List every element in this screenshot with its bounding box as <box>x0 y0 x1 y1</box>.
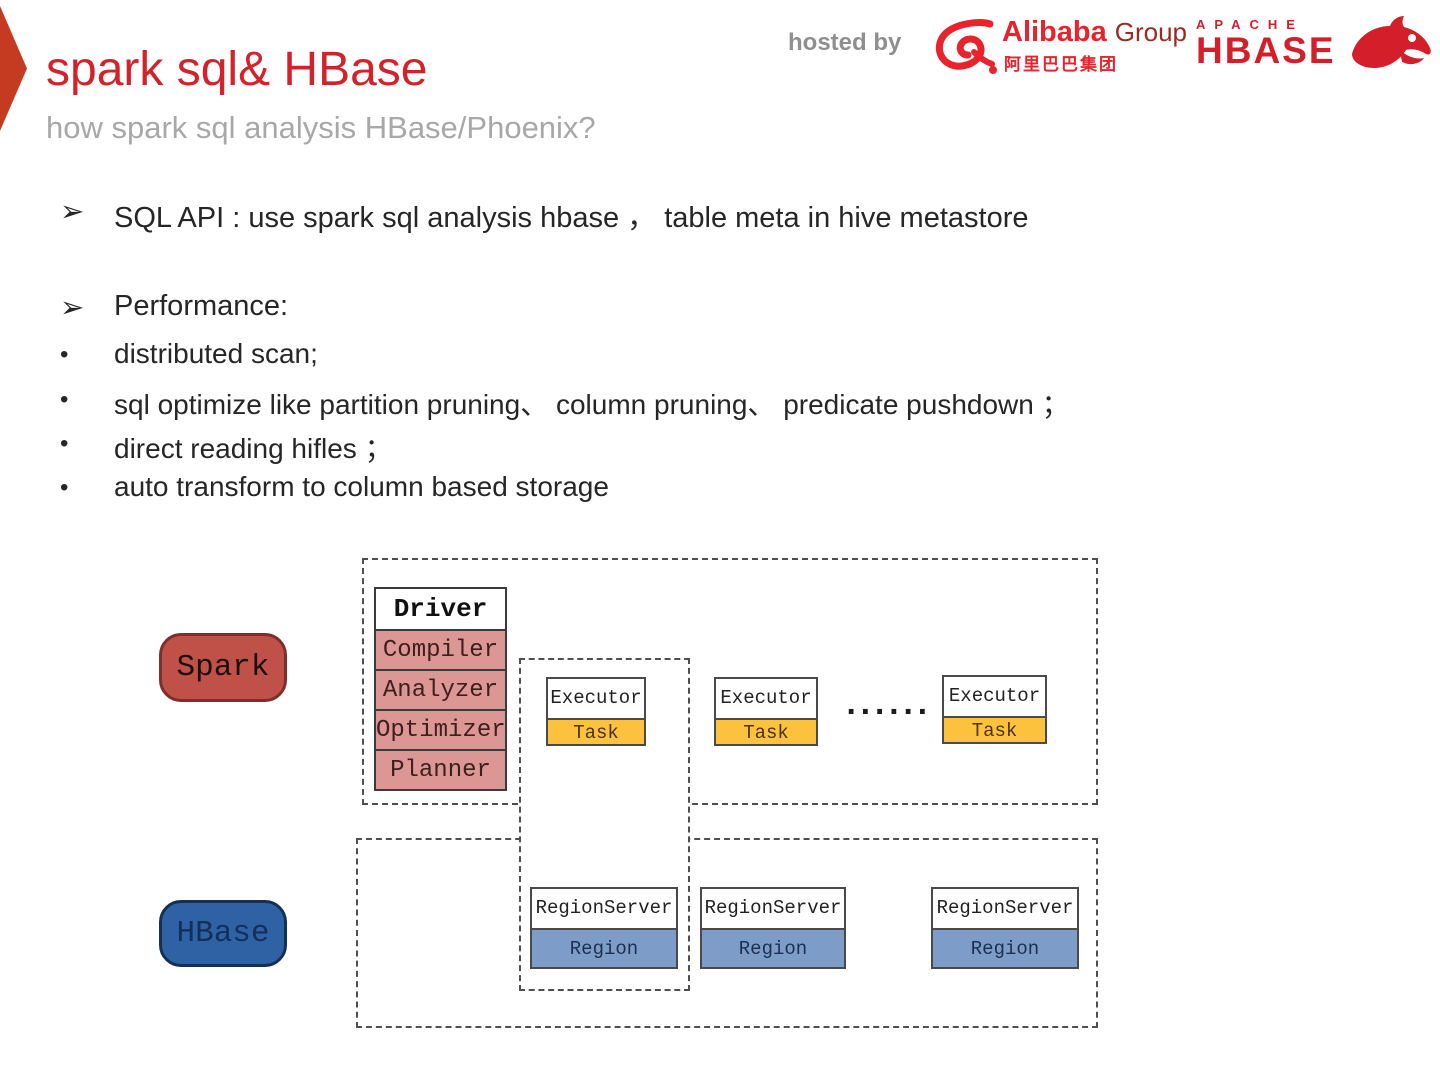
regionserver-label: RegionServer <box>702 889 844 928</box>
apache-hbase-wordmark: APACHE HBASE <box>1196 17 1336 71</box>
regionserver-label: RegionServer <box>933 889 1077 928</box>
task-band: Task <box>716 718 816 744</box>
page-title: spark sql& HBase <box>46 43 428 96</box>
regionserver-node-2: RegionServer Region <box>700 887 846 969</box>
task-band: Task <box>944 716 1045 742</box>
bullet-sql-api: ➢ SQL API : use spark sql analysis hbase… <box>60 194 1029 236</box>
alibaba-logo-text: Alibaba Group 阿里巴巴集团 <box>1002 18 1187 75</box>
executor-node-1: Executor Task <box>546 677 646 746</box>
alibaba-mark-icon <box>936 19 997 74</box>
driver-row-analyzer: Analyzer <box>376 669 505 709</box>
bullet-performance: ➢ Performance: <box>60 290 288 325</box>
bullet-sql-optimize: • sql optimize like partition pruning、 c… <box>60 383 1070 423</box>
bullet-direct-reading: • direct reading hifles ； <box>60 427 393 467</box>
dot-bullet-icon: • <box>60 430 69 457</box>
driver-row-compiler: Compiler <box>376 629 505 669</box>
hbase-pill: HBase <box>159 900 287 967</box>
alibaba-name: Alibaba <box>1002 16 1107 48</box>
bullet-auto-transform-text: auto transform to column based storage <box>114 471 609 502</box>
alibaba-logo: Alibaba Group 阿里巴巴集团 <box>934 18 1187 76</box>
task-band: Task <box>548 718 644 744</box>
executor-label: Executor <box>716 679 816 718</box>
apache-label: APACHE <box>1196 17 1304 33</box>
regionserver-label: RegionServer <box>532 889 676 928</box>
region-band: Region <box>933 928 1077 967</box>
executor-node-3: Executor Task <box>942 675 1047 744</box>
executor-node-2: Executor Task <box>714 677 818 746</box>
driver-header: Driver <box>376 589 505 629</box>
bullet-sql-api-text: SQL API : use spark sql analysis hbase ，… <box>114 202 1029 234</box>
apache-hbase-logo: APACHE HBASE <box>1196 14 1438 72</box>
dot-bullet-icon: • <box>60 386 69 413</box>
bullet-sql-optimize-text: sql optimize like partition pruning、 col… <box>114 389 1070 420</box>
alibaba-group: Group <box>1114 17 1188 47</box>
hbase-label: HBASE <box>1196 29 1336 71</box>
dot-bullet-icon: • <box>60 474 69 501</box>
regionserver-node-3: RegionServer Region <box>931 887 1079 969</box>
page-subtitle: how spark sql analysis HBase/Phoenix? <box>46 110 596 145</box>
spark-pill: Spark <box>159 633 287 702</box>
region-band: Region <box>702 928 844 967</box>
alibaba-chinese: 阿里巴巴集团 <box>1004 55 1118 74</box>
bullet-distributed-scan-text: distributed scan; <box>114 338 318 369</box>
driver-row-planner: Planner <box>376 749 505 789</box>
arrow-bullet-icon: ➢ <box>60 196 85 228</box>
hosted-by-label: hosted by <box>788 29 902 56</box>
bullet-direct-reading-text: direct reading hifles ； <box>114 433 393 464</box>
spark-cluster-dashed-box <box>362 558 1098 805</box>
driver-stack: Driver Compiler Analyzer Optimizer Plann… <box>374 587 507 791</box>
bullet-auto-transform: • auto transform to column based storage <box>60 471 609 503</box>
regionserver-node-1: RegionServer Region <box>530 887 678 969</box>
executor-label: Executor <box>548 679 644 718</box>
accent-chevron-icon <box>0 6 27 131</box>
ellipsis-dots: ...... <box>846 690 932 721</box>
executor-label: Executor <box>944 677 1045 716</box>
region-band: Region <box>532 928 676 967</box>
driver-row-optimizer: Optimizer <box>376 709 506 749</box>
dot-bullet-icon: • <box>60 341 69 368</box>
hbase-cluster-dashed-box <box>356 838 1098 1028</box>
orca-icon <box>1351 16 1431 68</box>
arrow-bullet-icon: ➢ <box>60 292 85 324</box>
bullet-performance-text: Performance: <box>114 290 289 322</box>
bullet-distributed-scan: • distributed scan; <box>60 338 318 370</box>
